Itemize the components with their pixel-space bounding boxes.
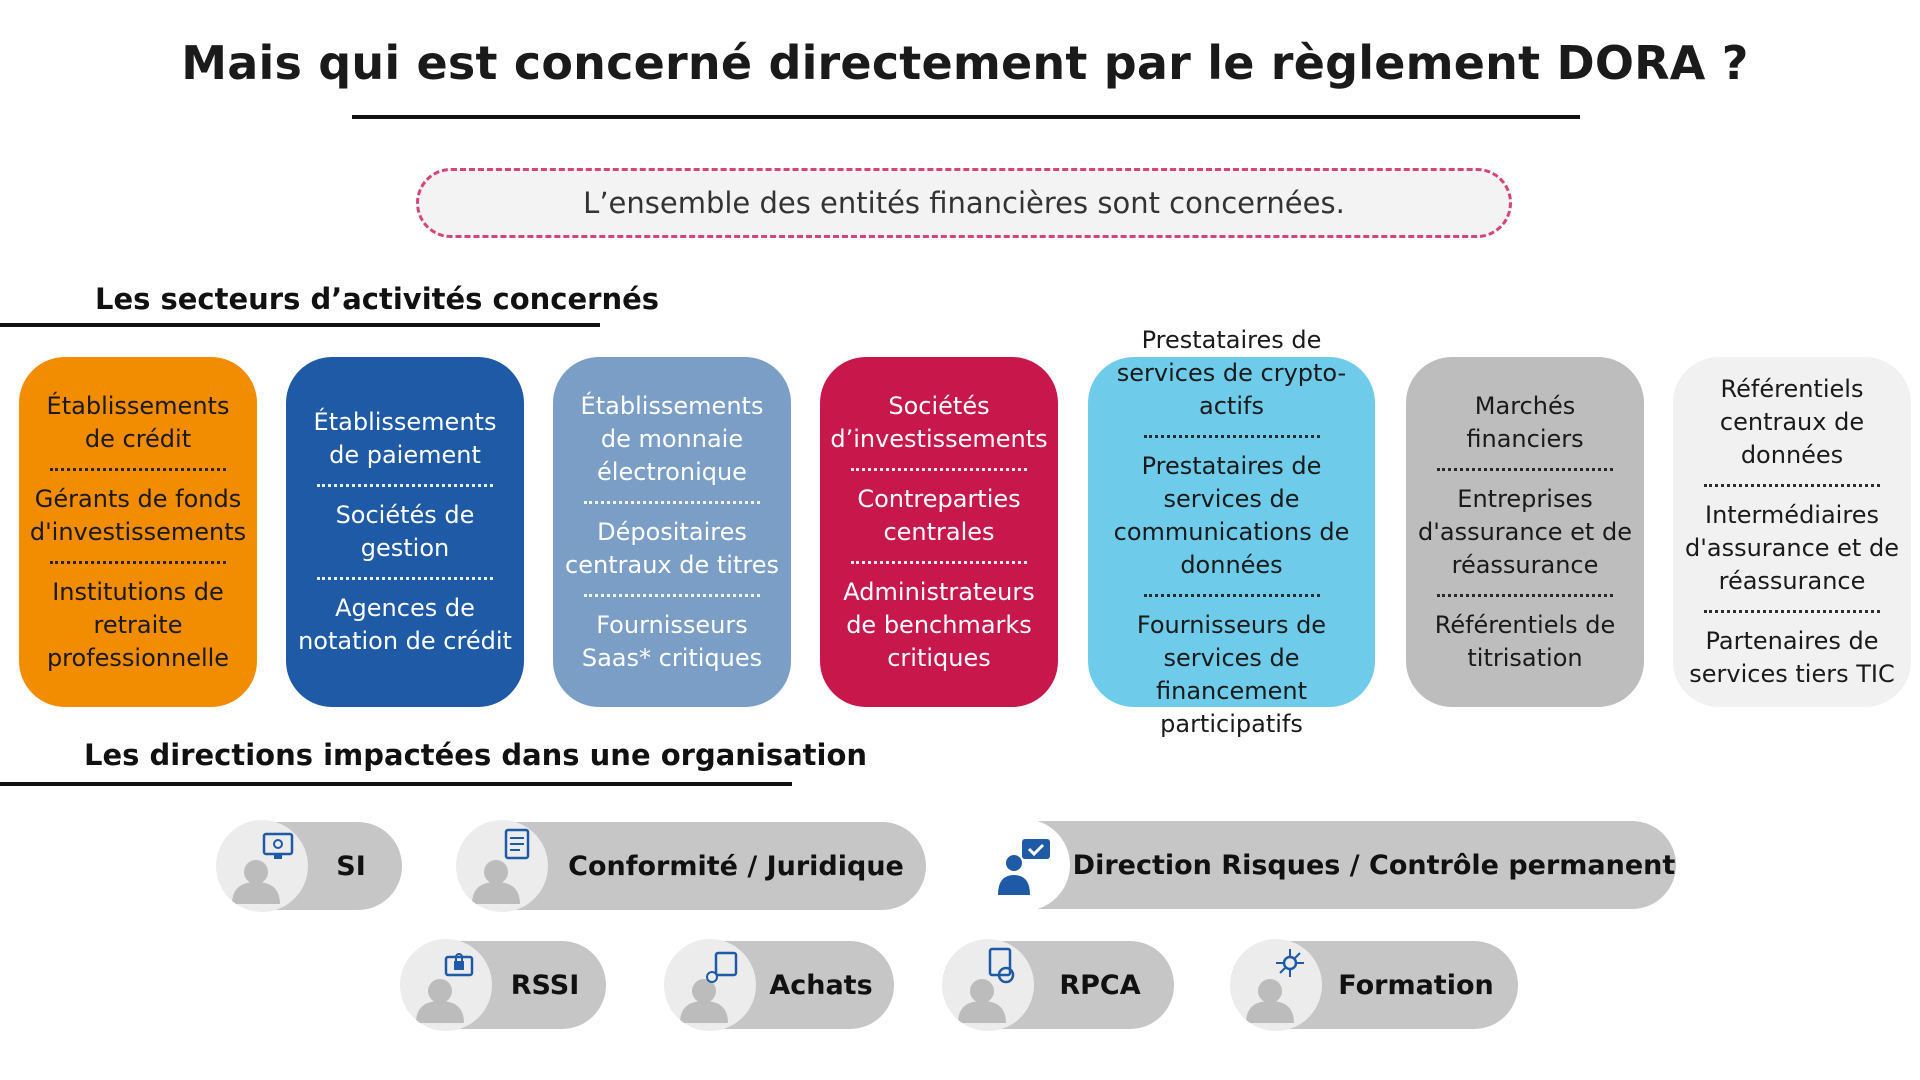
dotted-separator xyxy=(1437,593,1613,597)
sector-item: Partenaires de services tiers TIC xyxy=(1689,627,1895,688)
dotted-separator xyxy=(851,467,1027,471)
sector-item: Administrateurs de benchmarks critiques xyxy=(843,577,1035,672)
sector-item: Institutions de retraite professionnelle xyxy=(46,577,230,672)
sector-item: Établissements de crédit xyxy=(46,391,230,453)
sector-item: Prestataires de services de crypto-actif… xyxy=(1116,325,1347,420)
direction-rpca: RPCA xyxy=(942,939,1174,1031)
page-title: Mais qui est concerné directement par le… xyxy=(181,36,1749,90)
direction-label: Achats xyxy=(769,969,873,1001)
sector-item: Agences de notation de crédit xyxy=(298,594,512,655)
sectors-heading: Les secteurs d’activités concernés xyxy=(95,282,660,316)
directions-heading: Les directions impactées dans une organi… xyxy=(84,738,868,772)
sector-item: Contreparties centrales xyxy=(857,484,1021,546)
direction-label: Formation xyxy=(1338,969,1494,1001)
direction-si: SI xyxy=(216,820,402,912)
sector-item: Référentiels de titrisation xyxy=(1434,610,1616,672)
direction-conformite: Conformité / Juridique xyxy=(456,820,926,912)
dotted-separator xyxy=(851,560,1027,564)
dotted-separator xyxy=(1143,593,1320,597)
sector-item: Sociétés de gestion xyxy=(335,501,475,562)
network-icon xyxy=(1230,939,1322,1031)
sector-item: Gérants de fonds d'investissements xyxy=(29,484,247,546)
sector-item: Dépositaires centraux de titres xyxy=(565,517,779,579)
direction-label: Conformité / Juridique xyxy=(568,850,904,882)
dotted-separator xyxy=(317,484,493,487)
dotted-separator xyxy=(1704,484,1880,487)
directions-heading-underline xyxy=(0,782,792,786)
sectors-heading-underline xyxy=(0,323,600,327)
dotted-separator xyxy=(1143,434,1320,438)
cart-gear-icon xyxy=(664,939,756,1031)
direction-achats: Achats xyxy=(664,939,894,1031)
sector-item: Intermédiaires d'assurance et de réassur… xyxy=(1685,501,1899,595)
sector-item: Établissements de monnaie électronique xyxy=(580,391,764,486)
direction-formation: Formation xyxy=(1230,939,1518,1031)
direction-rssi: RSSI xyxy=(400,939,606,1031)
dotted-separator xyxy=(317,577,493,580)
sector-card-5: Prestataires de services de crypto-actif… xyxy=(1088,326,1375,738)
dotted-separator xyxy=(1704,610,1880,613)
sector-item: Référentiels centraux de données xyxy=(1719,375,1865,469)
dotted-separator xyxy=(50,467,226,471)
direction-label: Direction Risques / Contrôle permanent xyxy=(1072,849,1676,881)
sector-item: Marchés financiers xyxy=(1466,391,1584,453)
dotted-separator xyxy=(584,593,760,597)
dotted-separator xyxy=(1437,467,1613,471)
direction-risques: Direction Risques / Contrôle permanent xyxy=(978,819,1676,911)
sector-item: Entreprises d'assurance et de réassuranc… xyxy=(1418,484,1632,579)
direction-label: SI xyxy=(336,850,366,882)
dotted-separator xyxy=(584,500,760,504)
sector-item: Fournisseurs de services de financement … xyxy=(1136,610,1327,738)
info-banner: L’ensemble des entités financières sont … xyxy=(416,168,1512,238)
sector-item: Fournisseurs Saas* critiques xyxy=(581,610,763,672)
title-underline xyxy=(352,115,1580,119)
monitor-gear-icon xyxy=(216,820,308,912)
document-gear-icon xyxy=(942,939,1034,1031)
direction-label: RPCA xyxy=(1059,969,1141,1001)
direction-label: RSSI xyxy=(510,969,580,1001)
laptop-lock-icon xyxy=(400,939,492,1031)
sector-item: Prestataires de services de communicatio… xyxy=(1113,451,1350,579)
dotted-separator xyxy=(50,560,226,564)
sector-item: Sociétés d’investissements xyxy=(830,391,1048,453)
sector-item: Établissements de paiement xyxy=(313,408,497,469)
checklist-icon xyxy=(456,820,548,912)
person-check-icon xyxy=(978,819,1070,911)
